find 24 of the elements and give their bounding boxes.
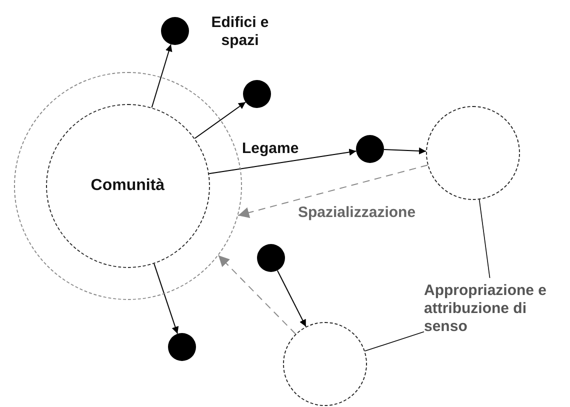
dot [243,80,271,108]
leader-line [478,199,490,278]
arrow [151,44,172,108]
dashed-circle [46,104,210,268]
dot [161,17,189,45]
node-label: Comunità [90,176,165,196]
arrow [154,263,179,334]
leader-line [364,331,424,352]
dashed-circle [426,106,520,200]
arrow [276,270,306,328]
arrow [208,148,357,174]
dashed-circle [14,72,242,300]
dashed-circle [283,322,367,406]
dot [168,333,196,361]
dot [356,135,384,163]
arrow [384,147,426,154]
annotation-text: Appropriazione e attribuzione di senso [424,278,564,340]
arrow [194,102,246,139]
dot [257,244,285,272]
edge-label: Spazializzazione [296,204,418,221]
edge-label: Legame [240,140,301,157]
node-caption: Edifici e spazi [210,14,270,50]
arrow [218,254,296,334]
arrow [238,164,428,218]
